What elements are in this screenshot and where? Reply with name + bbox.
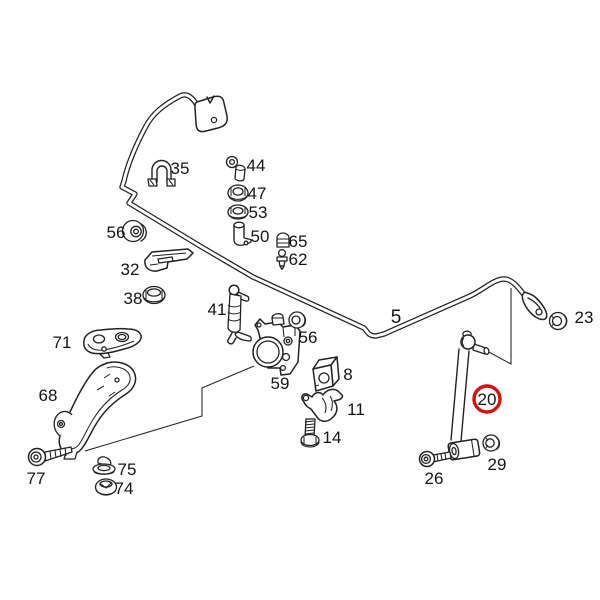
cap-nut-38 (142, 285, 166, 305)
part-label-65: 65 (289, 232, 308, 251)
leader-line-left (84, 365, 255, 452)
retainer-clip-44 (225, 155, 246, 182)
leader-line-right (486, 288, 512, 365)
support-bracket-68 (53, 361, 137, 460)
hex-nut-53 (227, 204, 249, 220)
rubber-buffer-65 (276, 232, 290, 248)
part-label-35: 35 (171, 159, 190, 178)
part-label-77: 77 (27, 469, 46, 488)
part-label-5: 5 (391, 307, 402, 328)
stabilizer-bar (119, 92, 548, 339)
part-label-32: 32 (121, 260, 140, 279)
clamp-bracket-11 (301, 388, 344, 422)
retaining-bracket-32 (144, 248, 194, 272)
part-label-29: 29 (488, 455, 507, 474)
lock-nut-29 (482, 434, 501, 452)
highlight-ring (472, 384, 502, 414)
clip-75 (92, 456, 116, 475)
hex-bolt-77 (27, 446, 73, 467)
part-label-38: 38 (124, 289, 143, 308)
part-label-53: 53 (249, 203, 268, 222)
hex-nut-47 (227, 184, 249, 202)
spacer-sleeve-50 (233, 221, 252, 246)
bearing-block-8 (312, 356, 340, 392)
part-label-62: 62 (289, 250, 308, 269)
grease-fitting-62 (276, 248, 288, 271)
cover-plate-71 (83, 327, 142, 359)
hex-nut-74 (94, 478, 118, 496)
u-clamp-35 (147, 159, 176, 187)
part-label-44: 44 (247, 156, 266, 175)
part-label-68: 68 (39, 386, 58, 405)
part-label-50: 50 (251, 227, 270, 246)
clamp-body-59 (252, 311, 307, 376)
lock-nut-23 (548, 311, 568, 331)
part-label-75: 75 (118, 460, 137, 479)
part-label-47: 47 (248, 184, 267, 203)
highlight-circle-20 (472, 384, 502, 414)
part-label-74: 74 (115, 479, 134, 498)
part-label-8: 8 (343, 365, 352, 384)
part-label-11: 11 (347, 400, 365, 419)
part-label-71: 71 (53, 333, 72, 352)
part-label-23: 23 (575, 308, 594, 327)
part-labels: 5 8 11 14 20 23 26 29 32 35 38 41 44 47 … (27, 156, 594, 498)
part-label-14: 14 (323, 428, 342, 447)
flange-nut-56-left (121, 219, 147, 243)
part-label-26: 26 (425, 469, 444, 488)
link-pin-41 (227, 284, 252, 345)
hex-bolt-26 (418, 450, 452, 468)
part-label-41: 41 (208, 300, 227, 319)
part-label-56-left: 56 (107, 223, 126, 242)
part-label-20: 20 (478, 390, 497, 409)
part-label-56-center: 56 (299, 328, 318, 347)
part-label-59: 59 (271, 374, 290, 393)
hex-bolt-14 (300, 418, 320, 448)
